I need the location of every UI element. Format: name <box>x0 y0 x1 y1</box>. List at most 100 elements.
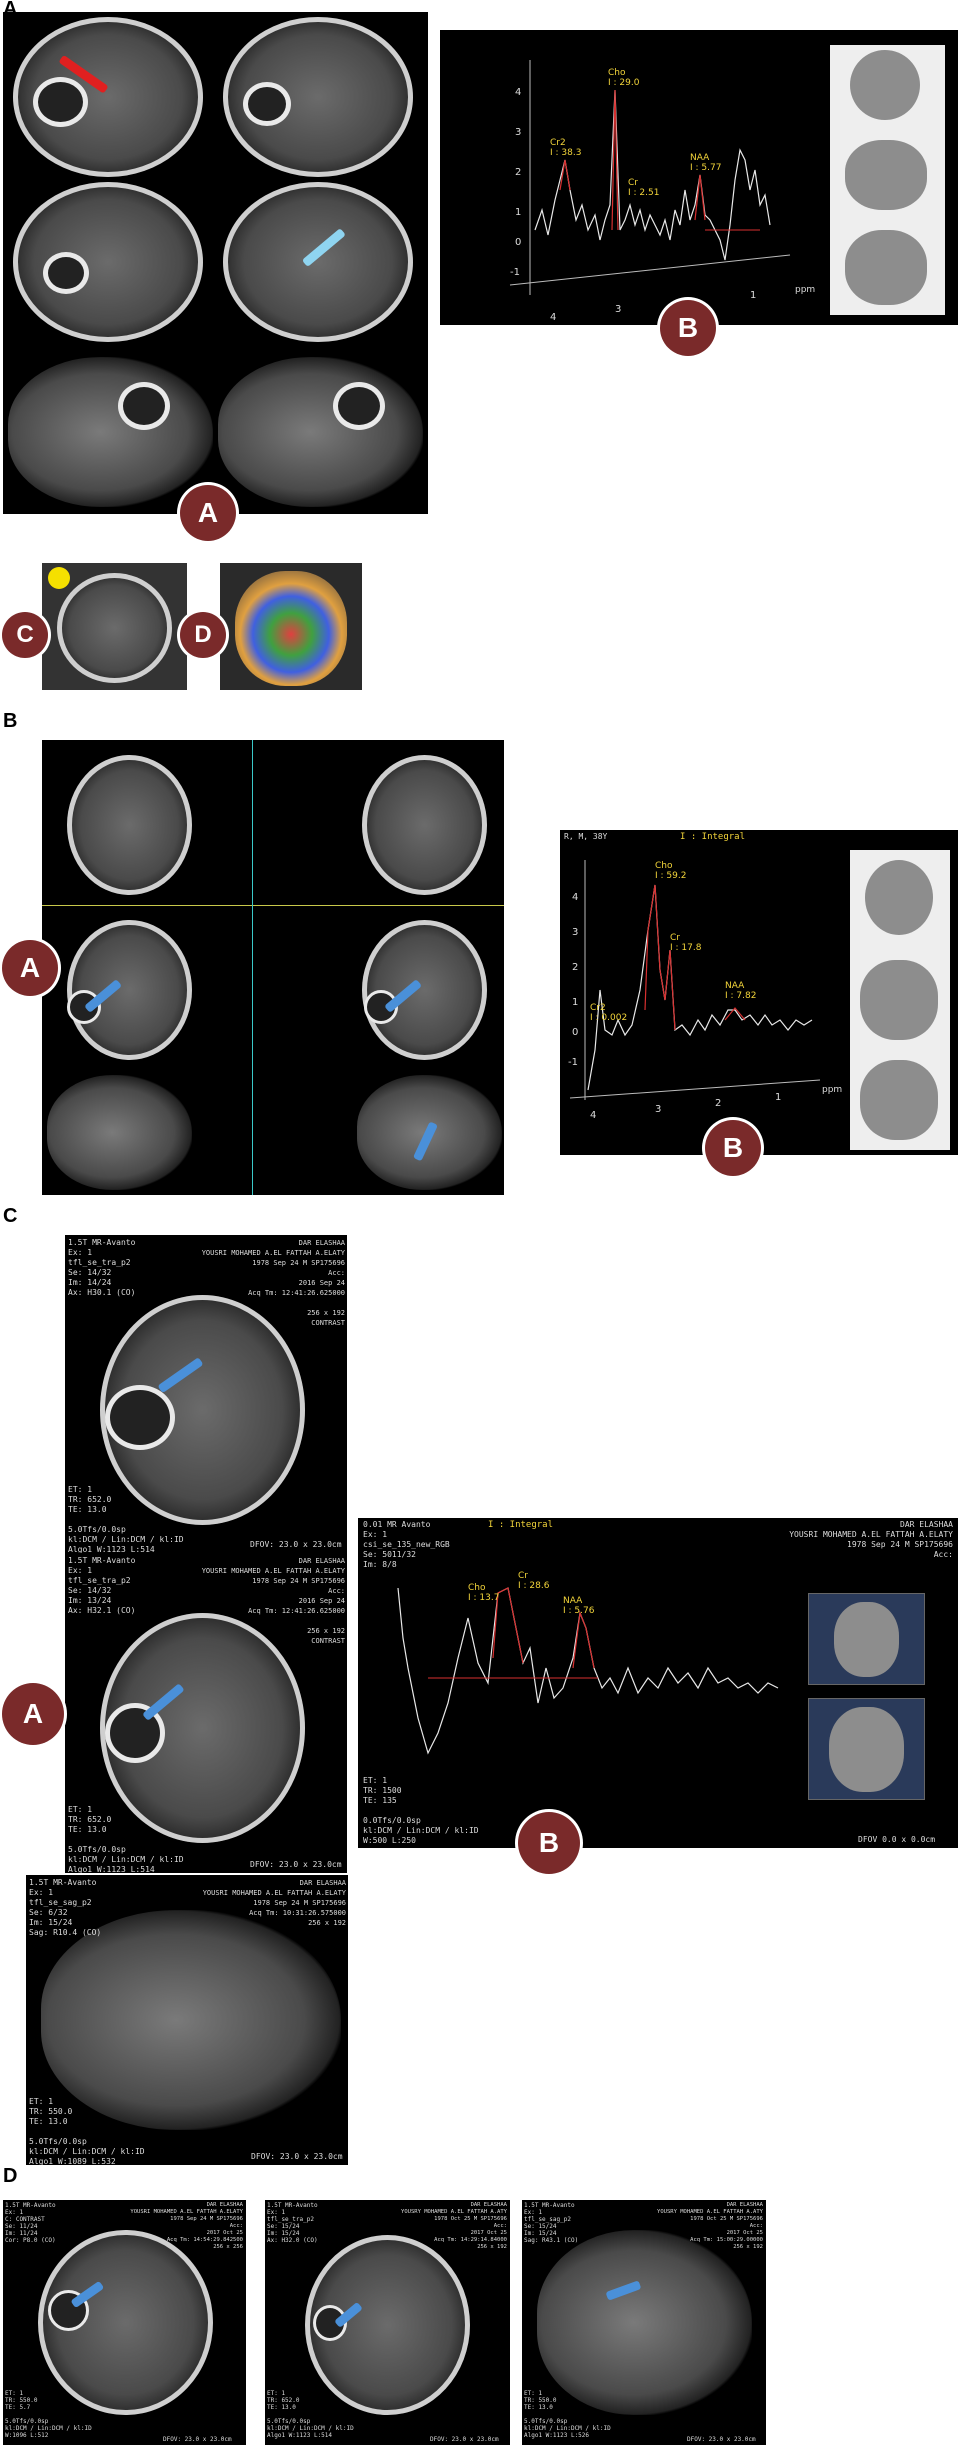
ytick: 3 <box>515 127 521 138</box>
mri-axial-3 <box>13 182 203 342</box>
mri-axial-b1 <box>67 755 192 895</box>
peak-marker <box>572 1610 595 1669</box>
lesion <box>333 382 385 430</box>
peak-name: NAA <box>690 153 710 163</box>
mri-c1: 1.5T MR-Avanto Ex: 1 tfl_se_tra_p2 Se: 1… <box>65 1235 347 1553</box>
overlay-bottom-right: DFOV: 23.0 x 23.0cm <box>430 2436 499 2443</box>
mri-grid-b <box>42 740 504 1195</box>
localizer <box>808 1698 925 1800</box>
peak-name: Cr <box>518 1571 528 1581</box>
tractography-image-d <box>220 563 362 690</box>
ytick: 3 <box>572 927 578 938</box>
mri-d1: 1.5T MR-Avanto Ex: 1 C: CONTRAST Se: 11/… <box>3 2200 246 2445</box>
peak-value: I : 13.7 <box>468 1593 499 1603</box>
overlay-right: DAR ELASHAA YOUSRI MOHAMED A.EL FATTAH A… <box>202 1879 346 1927</box>
spectrum-b: R, M, 38Y I : Integral 4 3 2 1 0 -1 4 3 … <box>560 830 958 1155</box>
spectrum-mode: I : Integral <box>680 832 746 842</box>
peak-value: I : 59.2 <box>655 871 686 881</box>
mri-c3: 1.5T MR-Avanto Ex: 1 tfl_se_sag_p2 Se: 6… <box>26 1875 348 2165</box>
xtick: 3 <box>655 1104 661 1115</box>
ytick: 0 <box>572 1027 578 1038</box>
peak-marker <box>694 174 706 221</box>
xtick: 4 <box>590 1110 596 1121</box>
lesion <box>243 82 291 126</box>
spectrum-header: R, M, 38Y <box>564 832 608 841</box>
peak-marker <box>644 884 676 1031</box>
xtick: 3 <box>615 304 621 315</box>
peak-name: NAA <box>725 981 745 991</box>
mri-axial-b2 <box>362 755 487 895</box>
xtick: 1 <box>775 1092 781 1103</box>
localizer <box>808 1593 925 1685</box>
peak-value: I : 17.8 <box>670 943 702 953</box>
spectrum-trace <box>534 89 771 261</box>
badge-b: B <box>518 1812 580 1874</box>
xtick: 1 <box>750 290 756 301</box>
ytick: 1 <box>515 207 521 218</box>
peak-name: NAA <box>563 1596 583 1606</box>
peak-name: Cr <box>628 178 638 188</box>
overlay-right: DAR ELASHAA YOUSRY MOHAMED A.EL FATTAH A… <box>657 2202 763 2250</box>
overlay-bottom-right: DFOV: 23.0 x 23.0cm <box>687 2436 756 2443</box>
peak-name: Cho <box>468 1583 486 1593</box>
ytick: 0 <box>515 237 521 248</box>
overlay-bottom-left: ET: 1 TR: 652.0 TE: 13.0 5.0Tfs/0.0sp kl… <box>68 1485 184 1553</box>
badge-b: B <box>660 300 716 356</box>
peak-value: I : 0.002 <box>590 1013 627 1023</box>
badge-c: C <box>2 612 48 658</box>
overlay-bottom-right: DFOV: 23.0 x 23.0cm <box>251 2152 343 2161</box>
peak-value: I : 28.6 <box>518 1581 550 1591</box>
lesion <box>33 77 88 127</box>
overlay-left: 1.5T MR-Avanto Ex: 1 tfl_se_tra_p2 Se: 1… <box>68 1238 136 1297</box>
overlay-right: DAR ELASHAA YOUSRI MOHAMED A.EL FATTAH A… <box>130 2202 243 2250</box>
ytick: 4 <box>515 87 521 98</box>
peak-value: I : 38.3 <box>550 148 581 158</box>
mri-c2: 1.5T MR-Avanto Ex: 1 tfl_se_tra_p2 Se: 1… <box>65 1553 347 1873</box>
localizer-strip <box>830 45 945 315</box>
ytick: -1 <box>568 1057 578 1068</box>
peak-marker <box>611 89 619 231</box>
section-letter-b: B <box>3 710 18 732</box>
overlay-right: DAR ELASHAA YOUSRI MOHAMED A.EL FATTAH A… <box>789 1520 953 1559</box>
overlay-right: DAR ELASHAA YOUSRY MOHAMED A.EL FATTAH A… <box>401 2202 507 2250</box>
ytick: 2 <box>515 167 521 178</box>
overlay-left: 1.5T MR-Avanto Ex: 1 tfl_se_tra_p2 Se: 1… <box>267 2202 318 2244</box>
mri-sagittal-2 <box>218 357 423 507</box>
ytick: 1 <box>572 997 578 1008</box>
overlay-bottom-right: DFOV: 23.0 x 23.0cm <box>163 2436 232 2443</box>
lesion <box>118 382 170 430</box>
badge-a: A <box>2 940 58 996</box>
overlay-bottom-left: ET: 1 TR: 550.0 TE: 13.0 5.0Tfs/0.0sp kl… <box>29 2097 145 2165</box>
overlay-left: 0.01 MR Avanto Ex: 1 csi_se_135_new_RGB … <box>363 1520 450 1569</box>
overlay-left: 1.5T MR-Avanto Ex: 1 C: CONTRAST Se: 11/… <box>5 2202 56 2244</box>
spectrum-c: 0.01 MR Avanto Ex: 1 csi_se_135_new_RGB … <box>358 1518 958 1848</box>
peak-marker <box>724 1007 746 1021</box>
mri-grid-a <box>3 12 428 514</box>
overlay-bottom-right: DFOV 0.0 x 0.0cm <box>858 1835 936 1844</box>
peak-value: I : 5.76 <box>563 1606 595 1616</box>
peak-value: I : 29.0 <box>608 78 640 88</box>
mri-d2: 1.5T MR-Avanto Ex: 1 tfl_se_tra_p2 Se: 1… <box>265 2200 510 2445</box>
xunit: ppm <box>822 1085 842 1095</box>
peak-name: Cho <box>655 861 673 871</box>
mri-d3: 1.5T MR-Avanto Ex: 1 tfl_se_sag_p2 Se: 1… <box>522 2200 766 2445</box>
badge-a: A <box>2 1683 64 1745</box>
mri-sagittal-b1 <box>47 1075 192 1190</box>
overlay-bottom-right: DFOV: 23.0 x 23.0cm <box>250 1860 342 1869</box>
overlay-bottom-left: ET: 1 TR: 550.0 TE: 13.0 5.0Tfs/0.0sp kl… <box>524 2390 611 2439</box>
ytick: 2 <box>572 962 578 973</box>
peak-value: I : 2.51 <box>628 188 659 198</box>
peak-name: Cho <box>608 68 626 78</box>
spectrum-a: 4 3 2 1 0 -1 4 3 2 1 ppm Cr2 I : 38.3 Ch… <box>440 30 958 325</box>
badge-d: D <box>180 612 226 658</box>
overlay-right: DAR ELASHAA YOUSRI MOHAMED A.EL FATTAH A… <box>201 1239 345 1327</box>
peak-value: I : 5.77 <box>690 163 721 173</box>
coronal-image-c <box>42 563 187 690</box>
peak-value: I : 7.82 <box>725 991 756 1001</box>
peak-name: Cr2 <box>590 1003 606 1013</box>
overlay-left: 1.5T MR-Avanto Ex: 1 tfl_se_sag_p2 Se: 1… <box>524 2202 579 2244</box>
overlay-bottom-left: ET: 1 TR: 652.0 TE: 13.0 5.0Tfs/0.0sp kl… <box>68 1805 184 1873</box>
overlay-left: 1.5T MR-Avanto Ex: 1 tfl_se_sag_p2 Se: 6… <box>29 1878 102 1937</box>
mri-sagittal-1 <box>8 357 213 507</box>
lesion <box>43 252 89 294</box>
